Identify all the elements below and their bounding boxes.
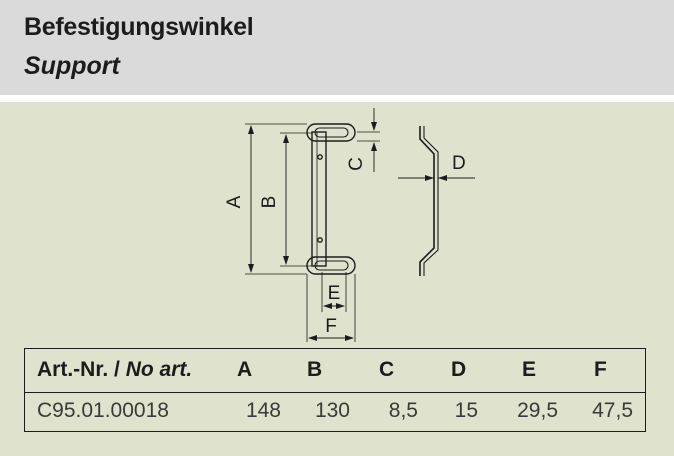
dimension-label-e: E	[328, 283, 341, 304]
mounting-hole-bottom	[317, 237, 323, 243]
cell-article-number: C95.01.00018	[37, 399, 169, 422]
dimension-label-d: D	[452, 153, 466, 174]
header-divider	[0, 95, 674, 102]
header-col-a: A	[237, 358, 253, 381]
technical-drawing: A B C D E F	[224, 108, 475, 342]
header-col-e: E	[522, 358, 537, 381]
header-col-f: F	[594, 358, 607, 381]
page-title: Befestigungswinkel	[24, 13, 254, 41]
dimension-label-f: F	[325, 316, 337, 337]
mounting-hole-top	[317, 154, 323, 160]
header-col-c: C	[379, 358, 395, 381]
dimension-label-b: B	[259, 196, 280, 209]
header-col-d: D	[451, 358, 467, 381]
spec-table: Art.-Nr. / No art. A B C D E F C95.01.00…	[24, 348, 646, 432]
header-col-b: B	[307, 358, 323, 381]
bracket-top-tab	[306, 123, 356, 142]
cell-f: 47,5	[592, 399, 633, 422]
table-header-row: Art.-Nr. / No art. A B C D E F	[25, 349, 645, 393]
dimension-label-a: A	[224, 195, 245, 208]
cell-e: 29,5	[517, 399, 558, 422]
cell-a: 148	[245, 399, 281, 422]
cell-b: 130	[314, 399, 350, 422]
bracket-bottom-tab	[306, 256, 356, 275]
cell-d: 15	[454, 399, 478, 422]
cell-c: 8,5	[388, 399, 418, 422]
bracket-body	[311, 131, 327, 267]
page-subtitle: Support	[24, 52, 120, 80]
header-art-nr: Art.-Nr. / No art.	[37, 358, 193, 381]
bracket-side-profile	[419, 126, 435, 276]
title-header: Befestigungswinkel Support	[0, 0, 674, 95]
dimension-label-c: C	[346, 157, 367, 171]
